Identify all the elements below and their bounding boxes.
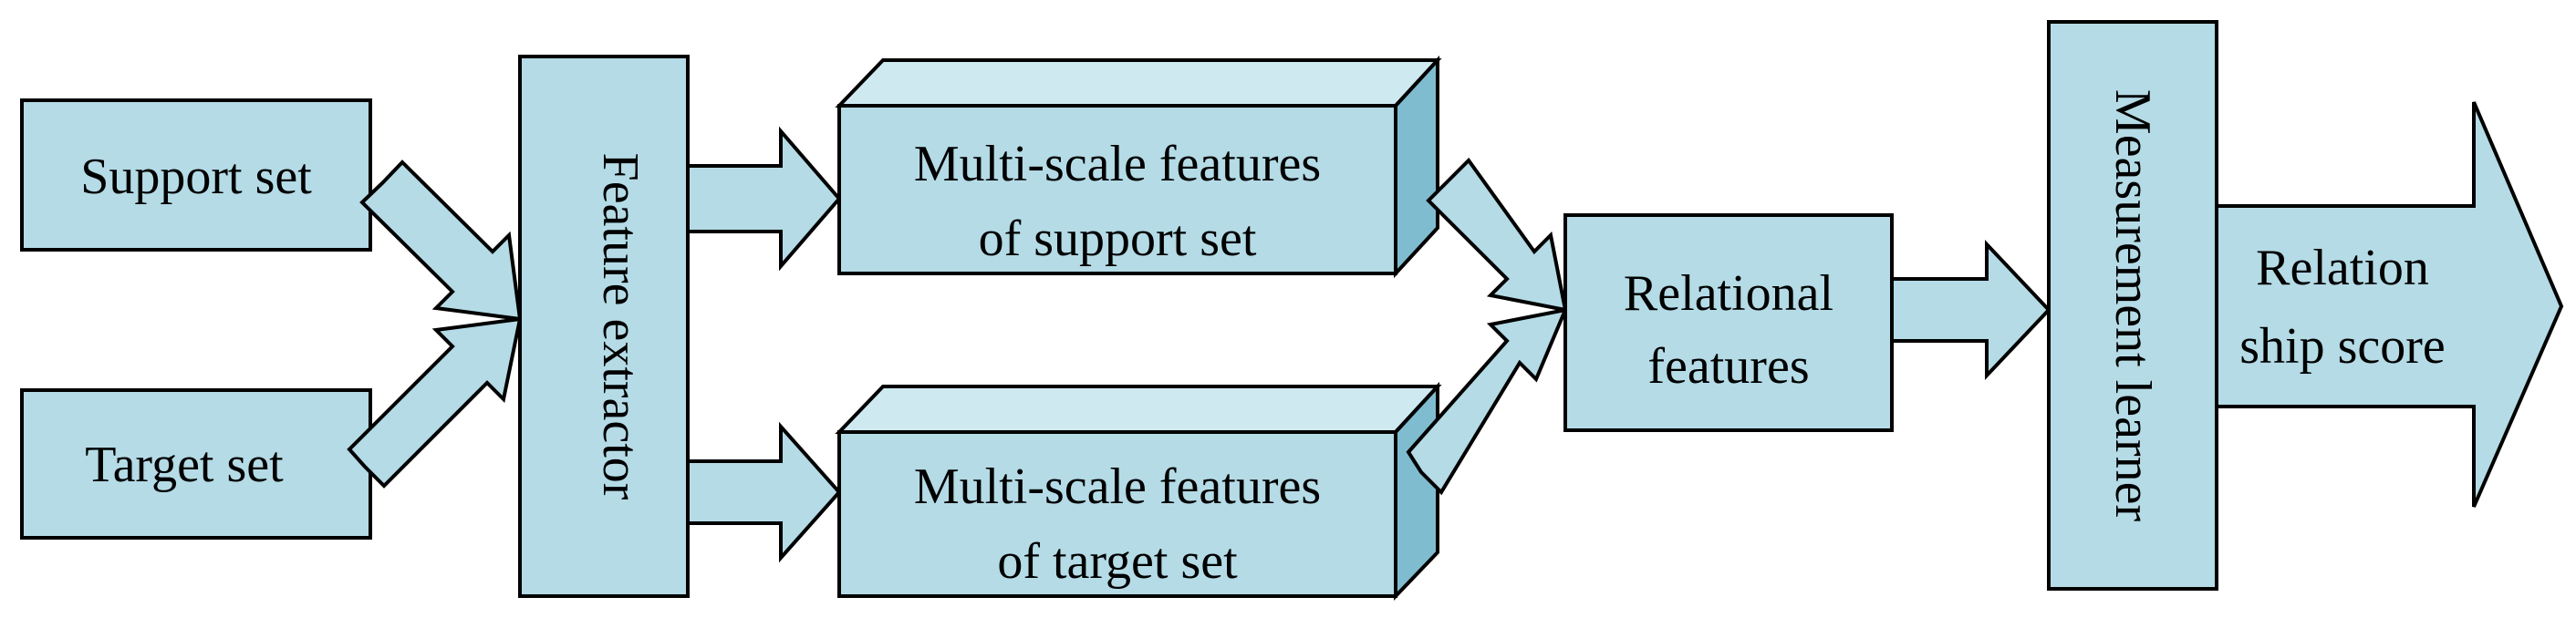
relational-features-line1: Relational — [1624, 265, 1833, 322]
target-block-top — [835, 385, 1442, 434]
multiscale-target-line2: of target set — [997, 533, 1238, 590]
multiscale-support-line1: Multi-scale features — [914, 136, 1321, 192]
relational-features-line2: features — [1647, 338, 1809, 395]
arrow-support-to-extractor — [359, 160, 523, 322]
relationship-score-arrow — [2215, 101, 2564, 508]
multiscale-support-line2: of support set — [979, 211, 1257, 267]
multiscale-support-node: Multi-scale features of support set — [835, 55, 1442, 279]
relationship-score-line2: ship score — [2239, 318, 2446, 375]
support-set-label: Support set — [80, 149, 312, 205]
relationship-score-node: Relation ship score — [2215, 101, 2564, 508]
arrow-support-features-to-relational — [1426, 157, 1568, 313]
target-set-node: Target set — [20, 388, 372, 540]
arrow-target-to-extractor — [347, 316, 523, 489]
relationship-score-line1: Relation — [2256, 240, 2429, 296]
feature-extractor-node: Feature extractor — [518, 55, 690, 598]
support-block-top — [835, 58, 1442, 108]
relational-features-node: Relational features — [1563, 213, 1894, 432]
measurement-learner-label: Measurement learner — [2104, 89, 2161, 522]
target-set-label: Target set — [85, 437, 284, 493]
support-set-node: Support set — [20, 98, 372, 252]
feature-extractor-label: Feature extractor — [592, 153, 649, 500]
arrow-extractor-to-target-features — [686, 421, 842, 563]
measurement-learner-node: Measurement learner — [2047, 20, 2218, 591]
arrow-extractor-to-support-features — [686, 126, 842, 272]
multiscale-target-node: Multi-scale features of target set — [835, 381, 1442, 601]
arrow-relational-to-learner — [1890, 239, 2051, 381]
multiscale-target-line1: Multi-scale features — [914, 458, 1321, 515]
